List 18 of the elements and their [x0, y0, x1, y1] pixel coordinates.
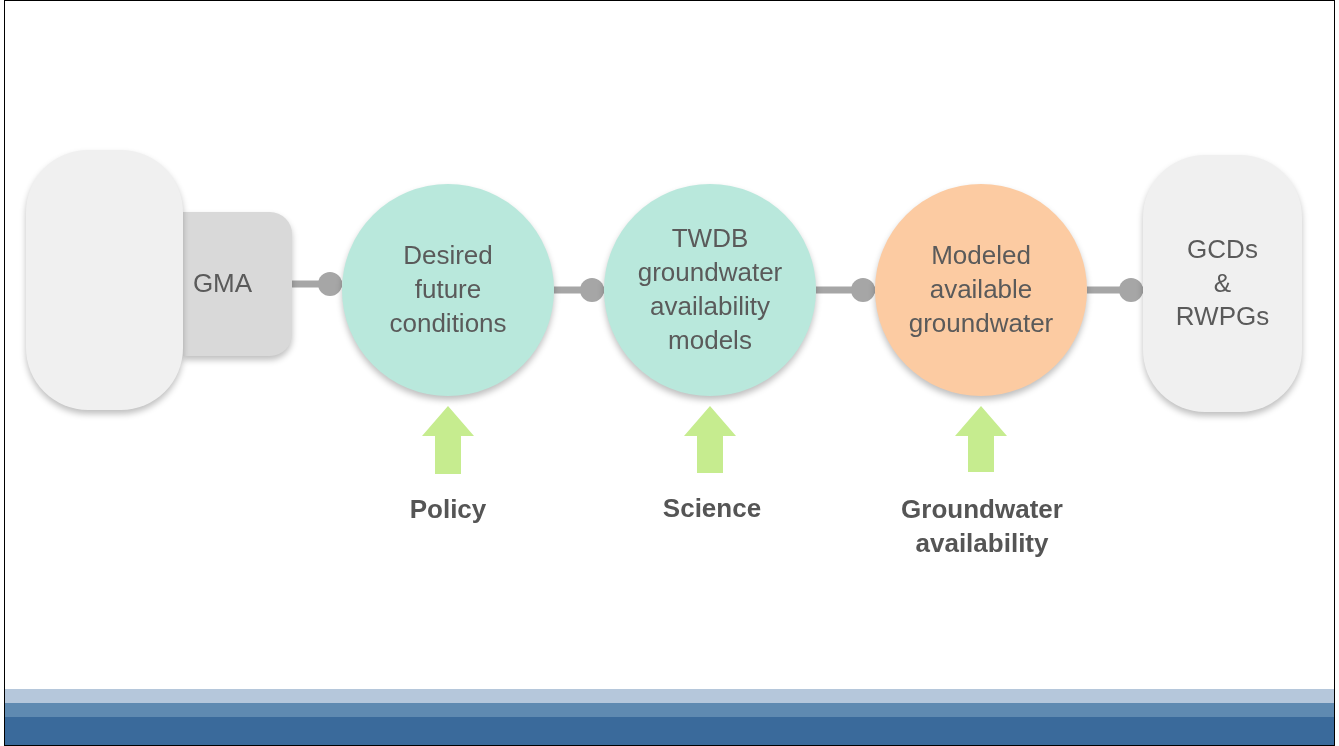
- input-label: Science: [662, 492, 762, 526]
- node-text: GCDs & RWPGs: [1175, 232, 1270, 334]
- block-arrow: [955, 406, 1007, 472]
- block-arrow: [684, 406, 736, 473]
- rounded-box: [183, 212, 292, 356]
- input-label: Policy: [409, 493, 487, 527]
- rounded-box: [1143, 155, 1302, 412]
- input-label: Groundwater availability: [900, 493, 1064, 560]
- node-text: Desired future conditions: [388, 239, 508, 340]
- blank-box: [26, 150, 183, 410]
- connector-line: [292, 272, 342, 296]
- connector-line: [554, 278, 604, 302]
- node-text: Modeled available groundwater: [907, 239, 1055, 340]
- node-text: GMA: [192, 267, 253, 301]
- connector-line: [816, 278, 875, 302]
- node-text: TWDB groundwater availability models: [636, 222, 784, 357]
- connector-line: [1087, 278, 1143, 302]
- block-arrow: [422, 406, 474, 474]
